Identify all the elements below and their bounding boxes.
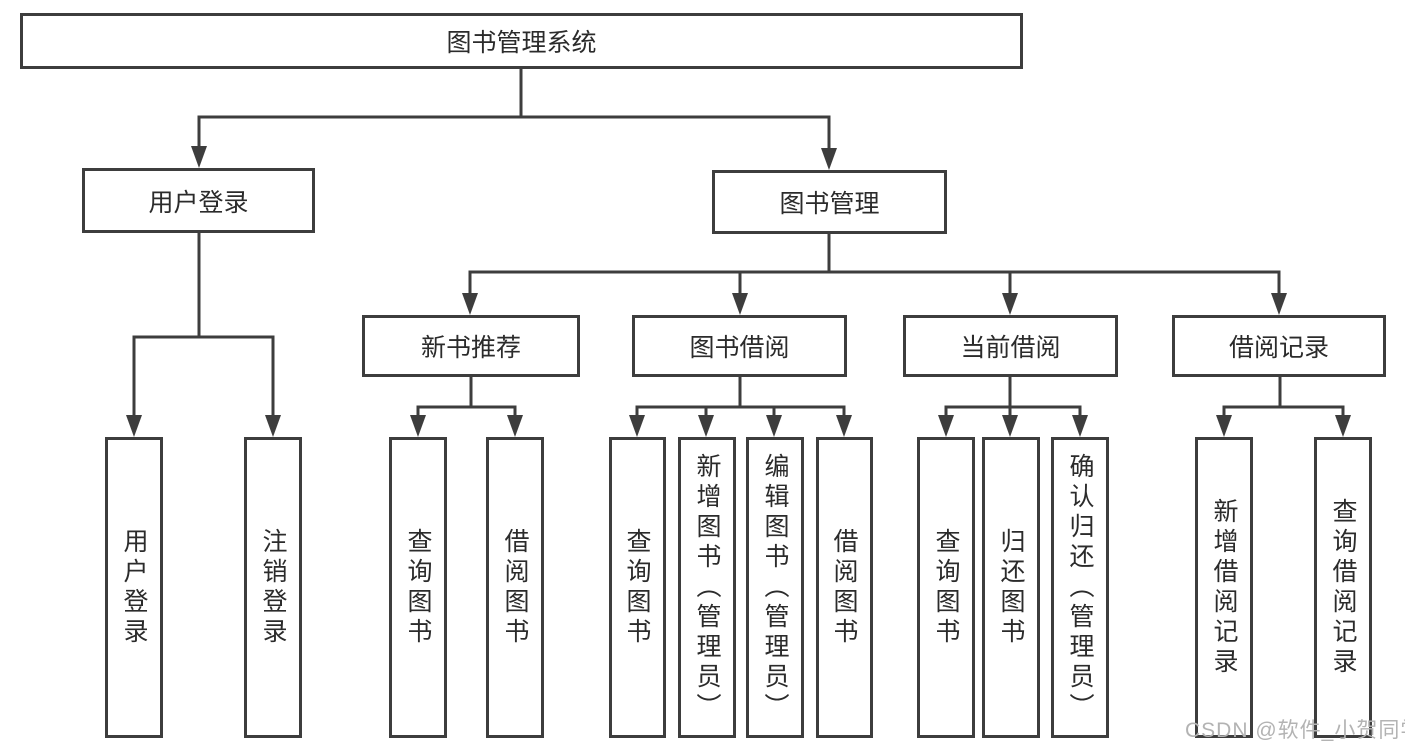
node-current-borrow: 当前借阅 [903,315,1118,377]
node-root-library-system: 图书管理系统 [20,13,1023,69]
leaf-add-books-admin: 新增图书（管理员） [678,437,736,738]
node-user-login: 用户登录 [82,168,315,233]
leaf-logout: 注销登录 [244,437,302,738]
leaf-edit-books-admin: 编辑图书（管理员） [746,437,804,738]
csdn-watermark: CSDN @软件_小贺同学 [1185,719,1405,742]
leaf-return-books: 归还图书 [982,437,1040,738]
leaf-borrow-books-recommend: 借阅图书 [486,437,544,738]
leaf-query-borrow-record: 查询借阅记录 [1314,437,1372,738]
leaf-confirm-return-admin: 确认归还（管理员） [1051,437,1109,738]
leaf-user-login: 用户登录 [105,437,163,738]
node-new-book-recommend: 新书推荐 [362,315,580,377]
node-book-borrow: 图书借阅 [632,315,847,377]
leaf-add-borrow-record: 新增借阅记录 [1195,437,1253,738]
leaf-query-books-borrow: 查询图书 [609,437,666,738]
leaf-query-books-current: 查询图书 [917,437,975,738]
leaf-query-books-recommend: 查询图书 [389,437,447,738]
node-book-management: 图书管理 [712,170,947,234]
node-borrow-records: 借阅记录 [1172,315,1386,377]
leaf-borrow-books: 借阅图书 [816,437,873,738]
